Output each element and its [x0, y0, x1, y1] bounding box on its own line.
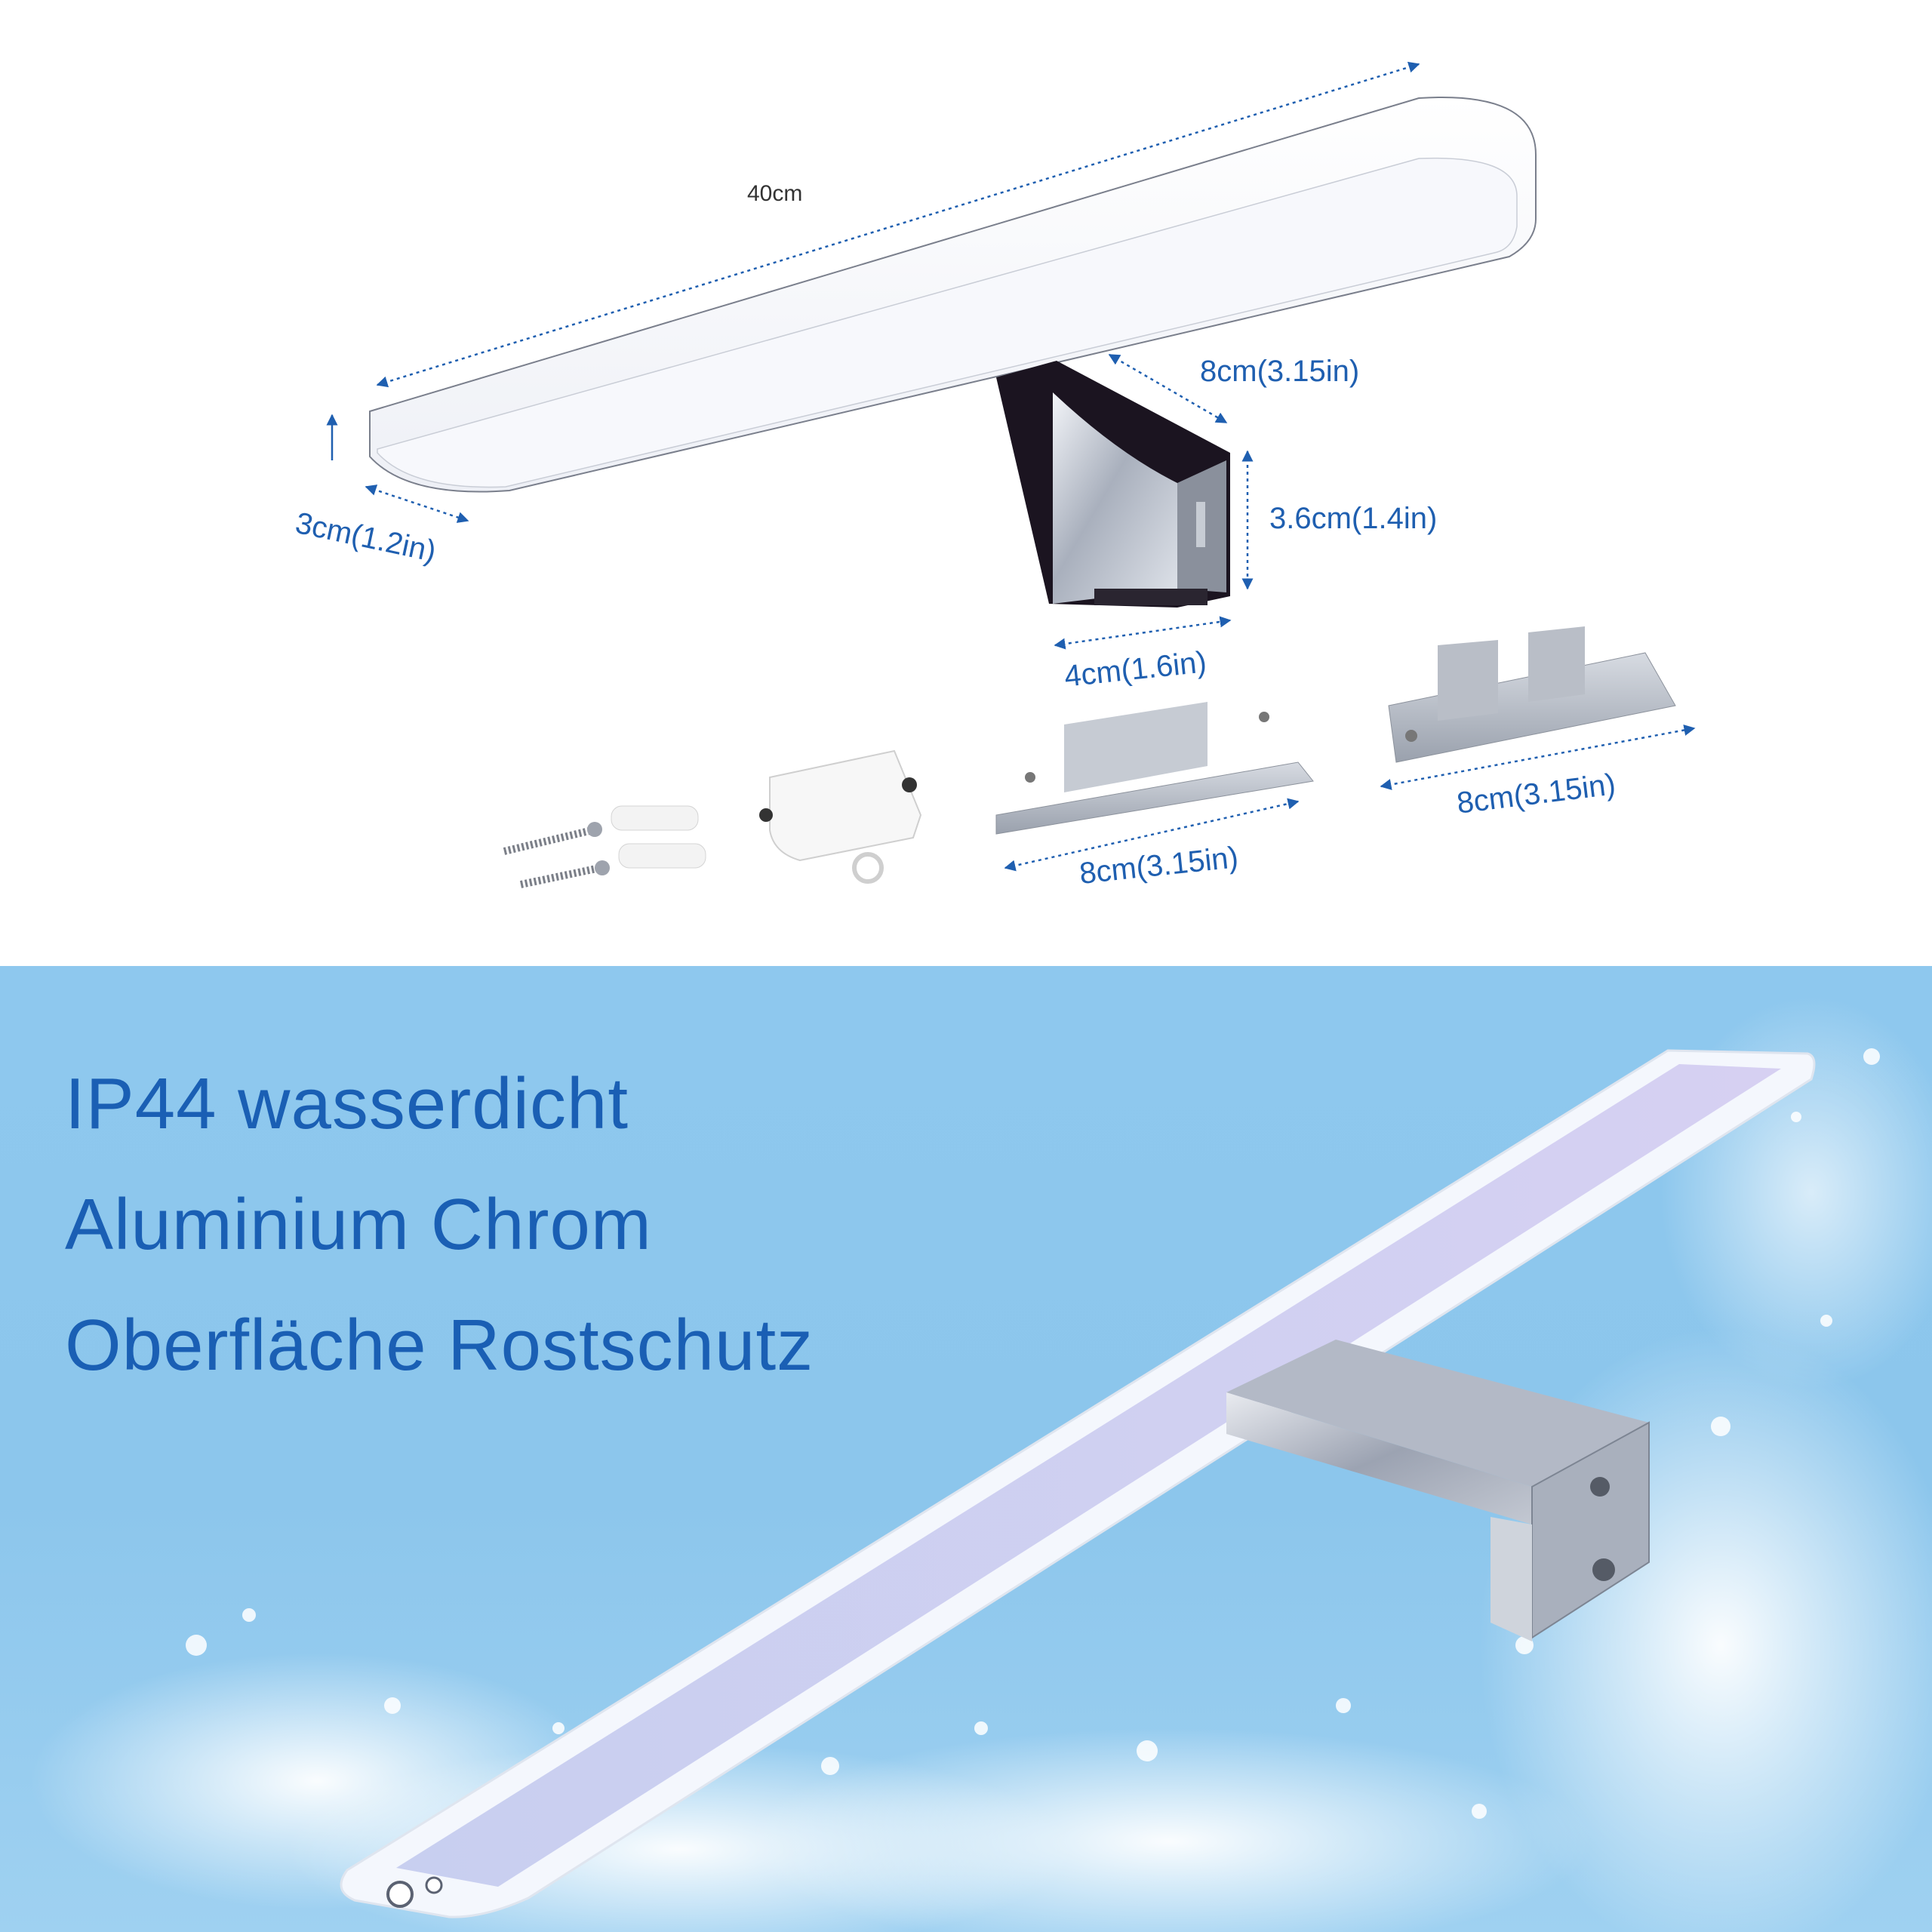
junction-box-accessory [759, 749, 922, 884]
arm-depth-label: 8cm(3.15in) [1200, 355, 1360, 388]
arm-height-label: 3.6cm(1.4in) [1269, 502, 1438, 535]
mirror-clip-accessory [1388, 626, 1676, 763]
mounting-arm [1226, 1340, 1650, 1641]
dimension-diagram-panel: 40cm 8cm(3.15in) 3.6cm(1.4in) 4cm(1.6in)… [292, 61, 1696, 891]
feature-aluminium-chrome: Aluminium Chrom [65, 1184, 652, 1265]
base-bracket-accessory [995, 702, 1314, 835]
mounting-arm-diagram [996, 361, 1230, 608]
features-panel: IP44 wasserdicht Aluminium Chrom Oberflä… [0, 966, 1932, 1932]
lamp-bar-diagram [369, 97, 1537, 493]
feature-rust-protection: Oberfläche Rostschutz [65, 1305, 814, 1386]
wall-plugs-accessory [611, 805, 706, 869]
feature-waterproof: IP44 wasserdicht [65, 1063, 629, 1144]
lamp-bar [340, 1049, 1816, 1918]
dimension-lines [326, 61, 1696, 872]
screws-accessory [503, 822, 610, 888]
dimension-drawing [326, 61, 1696, 888]
length-label: 40cm [747, 181, 803, 206]
product-splash-illustration [30, 996, 1932, 1932]
